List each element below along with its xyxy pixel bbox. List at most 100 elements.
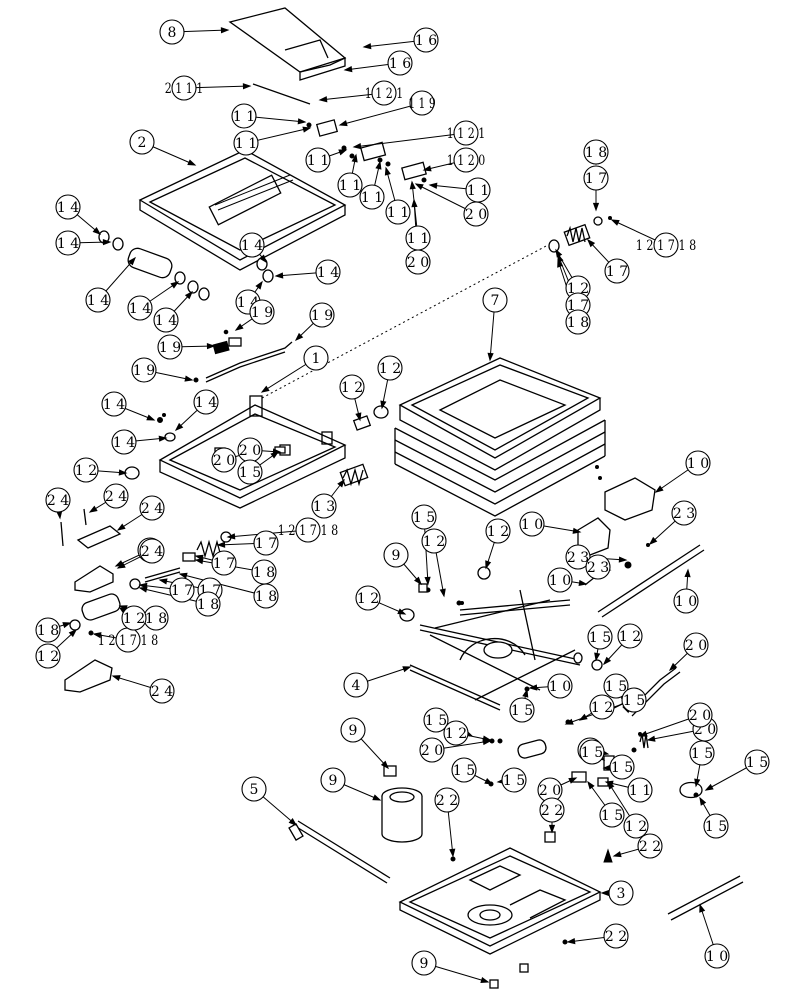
- callout-circle: [685, 450, 711, 476]
- callout-label: 1 5: [413, 510, 435, 526]
- callout-circle: [377, 355, 403, 381]
- callout-bubble: 1 1: [231, 103, 257, 129]
- leader-arrowhead: [270, 451, 280, 459]
- callout-bubble: 1 3: [311, 493, 337, 519]
- callout-label: 1 1: [407, 231, 429, 247]
- leader-arrowhead: [380, 400, 387, 410]
- fasteners-9: [381, 583, 499, 989]
- callout-bubble: 2 4: [103, 483, 129, 509]
- leader-arrowhead: [174, 422, 184, 431]
- callout-label: 1 2: [591, 700, 613, 716]
- callout-bubble: 1 4: [153, 307, 179, 333]
- callout-circle: [337, 172, 363, 198]
- leader-arrowhead: [259, 254, 267, 264]
- callout-circle: [453, 147, 479, 173]
- leader-arrowhead: [414, 183, 424, 190]
- callout-bubble: 1 7: [583, 165, 609, 191]
- callout-circle: [231, 103, 257, 129]
- cover-plate: [228, 7, 347, 81]
- callout-label: 2 3: [587, 560, 609, 576]
- callout-circle: [311, 493, 337, 519]
- callout-bubble: 2 4: [139, 495, 165, 521]
- callout-label: 1 1: [467, 183, 489, 199]
- leader-arrowhead: [610, 219, 620, 226]
- callout-label: 2 4: [141, 544, 163, 560]
- leader-arrowhead: [699, 903, 706, 913]
- roller-and-washers: [98, 230, 274, 301]
- callout-bubble: 2 0: [463, 201, 489, 227]
- callout-label: 2 0: [239, 443, 261, 459]
- parts-22: [450, 831, 613, 973]
- callout-label: 1 5: [611, 760, 633, 776]
- callout-circle: [443, 720, 469, 746]
- leader-arrowhead: [578, 579, 588, 587]
- leader-arrowhead: [439, 588, 446, 598]
- callout-label: 1 7: [255, 536, 277, 552]
- callout-bubble: 1 8: [143, 605, 169, 631]
- callout-bubble: 1 7: [211, 550, 237, 576]
- callout-circle: [463, 201, 489, 227]
- callout-label: 1 2: [75, 463, 97, 479]
- leader-arrowhead: [351, 153, 358, 163]
- callout-bubble: 1 2: [339, 374, 365, 400]
- callout-bubble: 1 1: [385, 199, 411, 225]
- leader-arrowhead: [528, 684, 538, 691]
- leader-arrowhead: [294, 332, 304, 342]
- callout-label: 1 5: [453, 763, 475, 779]
- leader-arrowhead: [318, 96, 328, 103]
- callout-circle: [35, 643, 61, 669]
- rod-10: [667, 875, 744, 921]
- callout-label: 1 4: [113, 435, 135, 451]
- leader-arrowhead: [338, 149, 348, 156]
- callout-bubble: 1 7: [253, 530, 279, 556]
- callout-bubble: 1 1 2 0: [447, 147, 485, 173]
- leader-arrowhead: [184, 375, 194, 382]
- callout-circle: [45, 487, 71, 513]
- leader-arrowhead: [92, 632, 102, 639]
- callout-circle: [121, 605, 147, 631]
- callout-bubble: 1 1: [337, 172, 363, 198]
- callout-circle: [385, 199, 411, 225]
- callout-label: 1 9: [311, 308, 333, 324]
- callout-bubble: 1 1: [359, 184, 385, 210]
- callout-circle: [153, 307, 179, 333]
- callout-bubble: 1 8: [565, 309, 591, 335]
- callout-bubble: 1 4: [193, 389, 219, 415]
- callout-bubble: 2 2: [434, 787, 460, 813]
- callout-circle: [253, 530, 279, 556]
- leader-arrowhead: [424, 576, 431, 586]
- callout-bubble: 1 5: [501, 767, 527, 793]
- leader-arrowhead: [338, 120, 348, 127]
- callout-bubble: 1 6: [387, 50, 413, 76]
- callout-circle: [744, 749, 770, 775]
- callout-circle: [609, 754, 635, 780]
- spring-13: [339, 463, 369, 487]
- callout-label: 1 5: [623, 693, 645, 709]
- callout-circle: [211, 550, 237, 576]
- callout-label: 1: [312, 351, 321, 367]
- callout-circle: [603, 673, 629, 699]
- callout-bubble: 1 0: [519, 511, 545, 537]
- callout-bubble: 2 0: [683, 632, 709, 658]
- callout-bubble: 3: [608, 880, 634, 906]
- callout-bubble: 7: [482, 287, 508, 313]
- leader-arrowhead: [288, 818, 298, 826]
- callout-label: 1 8: [197, 597, 219, 613]
- leader-arrowhead: [187, 159, 197, 166]
- callout-label: 1 5: [746, 755, 768, 771]
- callout-label: 2 4: [151, 684, 173, 700]
- callout-bubble: 2 3: [565, 544, 591, 570]
- callout-label: 1 7: [585, 171, 607, 187]
- callout-bubble: 1 8: [195, 591, 221, 617]
- callout-label: 1 2: [567, 281, 589, 297]
- callout-bubble: 5: [241, 776, 267, 802]
- callout-circle: [687, 702, 713, 728]
- leader-arrowhead: [242, 83, 252, 90]
- callout-label: 1 5: [425, 713, 447, 729]
- callout-bubble: 1 1: [305, 147, 331, 173]
- callout-label: 1 7: [171, 583, 193, 599]
- callout-label: 9: [420, 956, 429, 972]
- callout-label: 1 2: [445, 726, 467, 742]
- thin-rod: [252, 83, 311, 105]
- callout-label: 2 0: [685, 638, 707, 654]
